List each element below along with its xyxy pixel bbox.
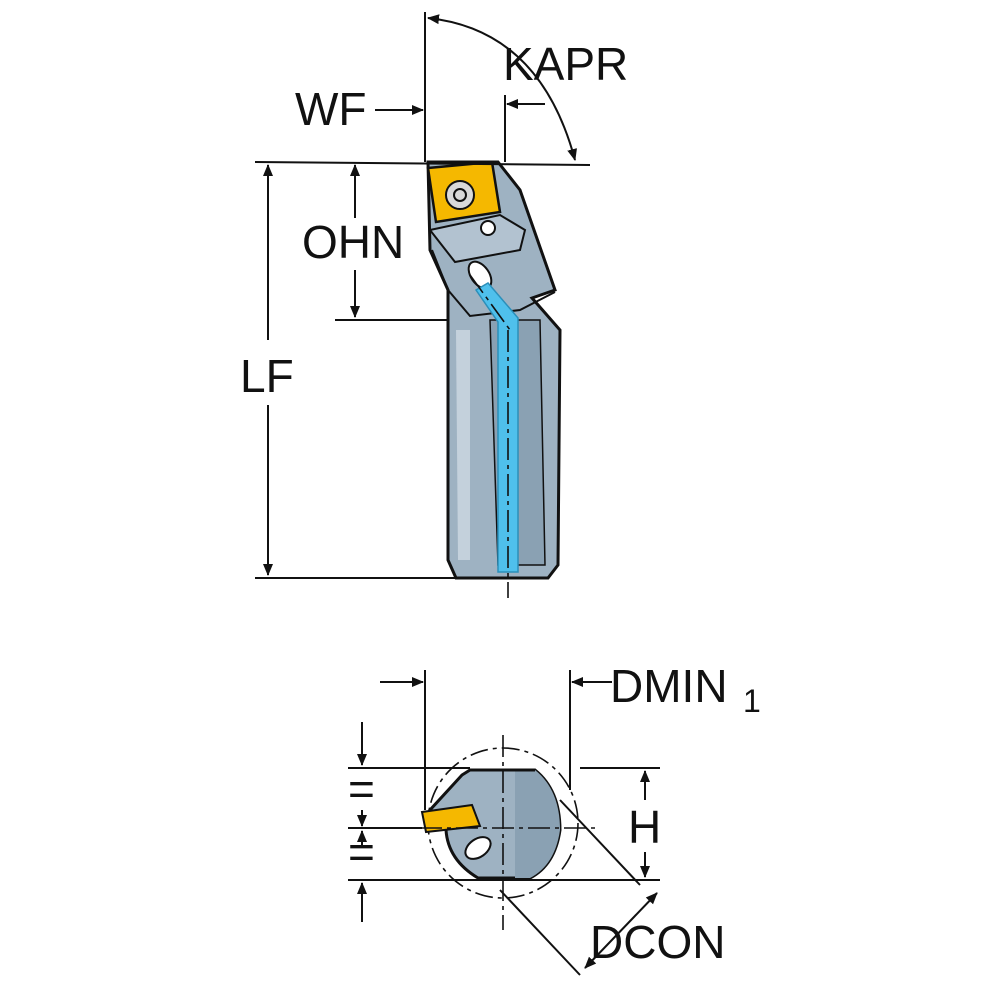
clamp-area <box>428 213 527 264</box>
wf-label: WF <box>295 83 367 135</box>
torx-screw-icon <box>445 180 475 210</box>
side-view <box>426 160 562 598</box>
coolant-outlet-end <box>464 836 492 860</box>
ohn-label: OHN <box>302 216 404 268</box>
end-dimensions: = = DMIN 1 H DCON <box>348 660 761 976</box>
shank-highlight <box>456 330 470 560</box>
dmin-label: DMIN <box>610 660 728 712</box>
h-label: H <box>628 801 661 853</box>
end-view <box>420 735 595 930</box>
side-dimensions: KAPR WF OHN LF <box>240 12 628 579</box>
cutting-insert-end <box>420 803 482 834</box>
equal-bottom: = <box>348 826 375 878</box>
dcon-label: DCON <box>590 916 725 968</box>
equal-top: = <box>348 763 375 815</box>
head-bevel <box>431 249 556 318</box>
dmin-subscript: 1 <box>743 683 761 719</box>
coolant-channel <box>474 282 519 573</box>
kapr-label: KAPR <box>503 38 628 90</box>
lf-label: LF <box>240 350 294 402</box>
